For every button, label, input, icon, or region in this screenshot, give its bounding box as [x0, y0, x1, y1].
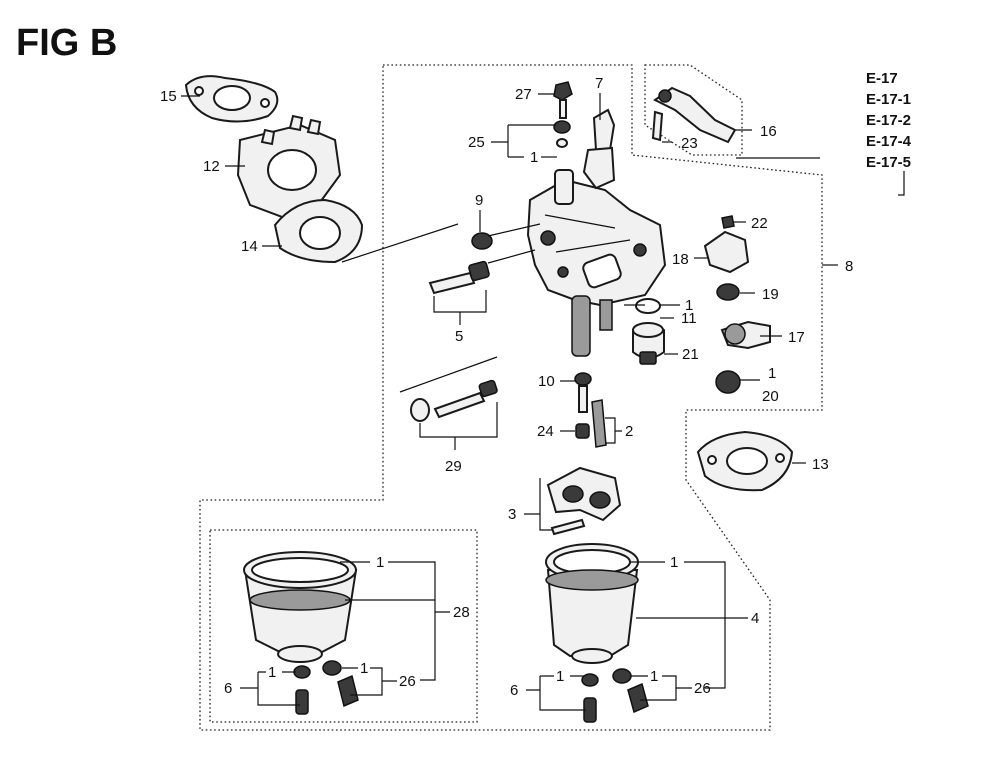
callout-24: 24 [537, 423, 554, 440]
callout-6: 6 [510, 682, 518, 699]
reference-code: E-17-5 [866, 154, 911, 171]
float-bowl-frame [209, 529, 478, 723]
callout-23: 23 [681, 135, 698, 152]
float-bowl-28 [243, 551, 359, 715]
reference-code: E-17-1 [866, 91, 911, 108]
callout-11: 11 [681, 310, 697, 327]
callout-9: 9 [475, 192, 483, 209]
gasket-13 [696, 430, 794, 492]
reference-codes: E-17 E-17-1 E-17-2 E-17-4 E-17-5 [866, 70, 912, 196]
callout-1: 1 [768, 365, 776, 382]
callout-1: 1 [268, 664, 276, 681]
callout-26: 26 [399, 673, 416, 690]
gasket-15 [184, 75, 279, 123]
reference-code: E-17-2 [866, 112, 911, 129]
figure-title: FIG B [16, 22, 117, 64]
screws-9-5 [428, 223, 541, 295]
callout-15: 15 [160, 88, 177, 105]
right-side-parts [632, 215, 771, 394]
callout-1: 1 [650, 668, 658, 685]
reference-code: E-17 [866, 70, 898, 87]
callout-17: 17 [788, 329, 805, 346]
gasket-14 [273, 198, 364, 264]
callout-1: 1 [670, 554, 678, 571]
float-3 [546, 466, 622, 536]
callout-1: 1 [556, 668, 564, 685]
insulator-12 [236, 114, 342, 220]
callout-28: 28 [453, 604, 470, 621]
screw-kit-29 [399, 356, 498, 422]
carburetor-assembly-frame [199, 64, 823, 731]
lever-set-16-23 [651, 86, 737, 144]
callout-13: 13 [812, 456, 829, 473]
callout-19: 19 [762, 286, 779, 303]
upper-small-parts [553, 81, 616, 190]
callout-26: 26 [694, 680, 711, 697]
callout-16: 16 [760, 123, 777, 140]
assembly-frames [199, 64, 823, 731]
reference-code: E-17-4 [866, 133, 912, 150]
callout-1: 1 [360, 660, 368, 677]
callout-3: 3 [508, 506, 516, 523]
callout-5: 5 [455, 328, 463, 345]
jets-and-nozzle [574, 372, 607, 448]
callout-22: 22 [751, 215, 768, 232]
callout-29: 29 [445, 458, 462, 475]
callout-4: 4 [751, 610, 759, 627]
callout-numbers: 15 12 14 27 7 25 1 9 5 29 10 24 2 3 1 11… [160, 75, 853, 699]
callout-27: 27 [515, 86, 532, 103]
carburetor-body [526, 169, 667, 357]
callout-21: 21 [682, 346, 699, 363]
callout-8: 8 [845, 258, 853, 275]
callout-2: 2 [625, 423, 633, 440]
callout-10: 10 [538, 373, 555, 390]
callout-1: 1 [685, 297, 693, 314]
callout-14: 14 [241, 238, 258, 255]
callout-18: 18 [672, 251, 689, 268]
callout-20: 20 [762, 388, 779, 405]
callout-25: 25 [468, 134, 485, 151]
callout-12: 12 [203, 158, 220, 175]
callout-1: 1 [530, 149, 538, 166]
float-bowl-4 [545, 543, 649, 723]
callout-6: 6 [224, 680, 232, 697]
callout-1: 1 [376, 554, 384, 571]
leader-lines [181, 93, 838, 711]
callout-7: 7 [595, 75, 603, 92]
